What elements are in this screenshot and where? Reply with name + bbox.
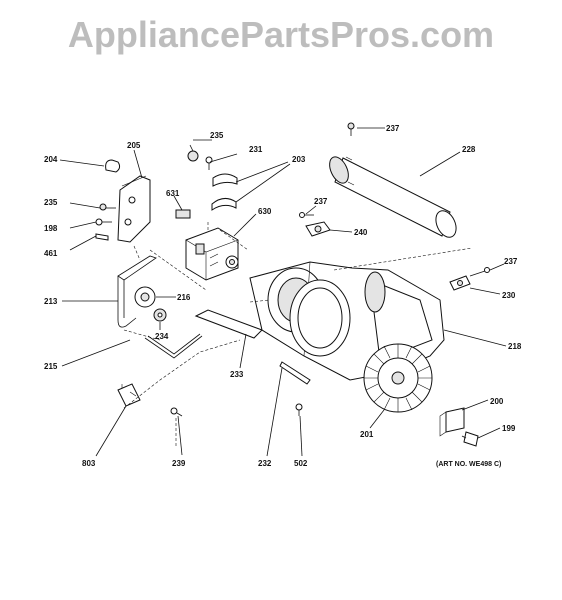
terminal-block-631[interactable] <box>175 209 191 219</box>
shaft-232[interactable] <box>279 361 311 385</box>
screw-198[interactable] <box>95 218 112 226</box>
callout-218: 218 <box>508 342 522 351</box>
screw-231[interactable] <box>205 156 213 170</box>
callout-230: 230 <box>502 291 516 300</box>
rod-215[interactable] <box>144 333 203 359</box>
callout-237-right: 237 <box>504 257 518 266</box>
screw-237-right[interactable] <box>469 267 490 277</box>
callout-201: 201 <box>360 430 374 439</box>
callout-231: 231 <box>249 145 263 154</box>
callout-630: 630 <box>258 207 272 216</box>
screw-235-top[interactable] <box>187 144 199 162</box>
blower-wheel-201[interactable] <box>363 343 433 413</box>
callout-237-mid: 237 <box>314 197 328 206</box>
callout-216: 216 <box>177 293 191 302</box>
callout-labels: 237 235 231 203 228 205 204 631 630 235 … <box>44 124 522 468</box>
callout-198: 198 <box>44 224 58 233</box>
blower-duct-ring[interactable] <box>289 279 351 357</box>
callout-232: 232 <box>258 459 272 468</box>
bracket-203-a[interactable] <box>212 173 238 187</box>
bracket-200[interactable] <box>439 407 465 437</box>
screw-235-left[interactable] <box>99 203 116 211</box>
callout-803: 803 <box>82 459 96 468</box>
idler-pulley-216[interactable] <box>134 286 156 308</box>
screw-237-mid[interactable] <box>299 212 315 218</box>
assembly-reference-lines <box>123 222 473 446</box>
screw-461[interactable] <box>95 233 109 241</box>
mounting-bracket-205[interactable] <box>117 175 151 243</box>
screw-502[interactable] <box>295 403 303 416</box>
thermostat-240[interactable] <box>305 221 331 237</box>
callout-228: 228 <box>462 145 476 154</box>
drive-belt-213[interactable] <box>117 255 157 328</box>
callout-240: 240 <box>354 228 368 237</box>
idler-arm-233[interactable] <box>194 309 263 339</box>
thermistor-230[interactable] <box>449 275 471 291</box>
art-number: (ART NO. WE498 C) <box>436 461 501 468</box>
timer-motor-630[interactable] <box>185 227 239 281</box>
callout-235-top: 235 <box>210 131 224 140</box>
callout-234: 234 <box>155 332 169 341</box>
callout-leader-lines <box>59 127 507 457</box>
duct-cylinder-228[interactable] <box>326 154 460 241</box>
screw-237-top[interactable] <box>347 122 355 136</box>
callout-461: 461 <box>44 249 58 258</box>
screw-239[interactable] <box>170 407 183 417</box>
callout-204: 204 <box>44 155 58 164</box>
callout-502: 502 <box>294 459 308 468</box>
pulley-234[interactable] <box>153 308 167 322</box>
screw-199[interactable] <box>461 431 479 447</box>
callout-631: 631 <box>166 189 180 198</box>
callout-237-top: 237 <box>386 124 400 133</box>
callout-199: 199 <box>502 424 516 433</box>
callout-200: 200 <box>490 397 504 406</box>
clip-204[interactable] <box>105 159 121 173</box>
switch-803[interactable] <box>117 383 141 407</box>
callout-239: 239 <box>172 459 186 468</box>
site-watermark: AppliancePartsPros.com <box>67 14 495 55</box>
callout-235-left: 235 <box>44 198 58 207</box>
callout-203: 203 <box>292 155 306 164</box>
callout-205: 205 <box>127 141 141 150</box>
bracket-203-b[interactable] <box>211 198 237 211</box>
callout-215: 215 <box>44 362 58 371</box>
callout-233: 233 <box>230 370 244 379</box>
callout-213: 213 <box>44 297 58 306</box>
